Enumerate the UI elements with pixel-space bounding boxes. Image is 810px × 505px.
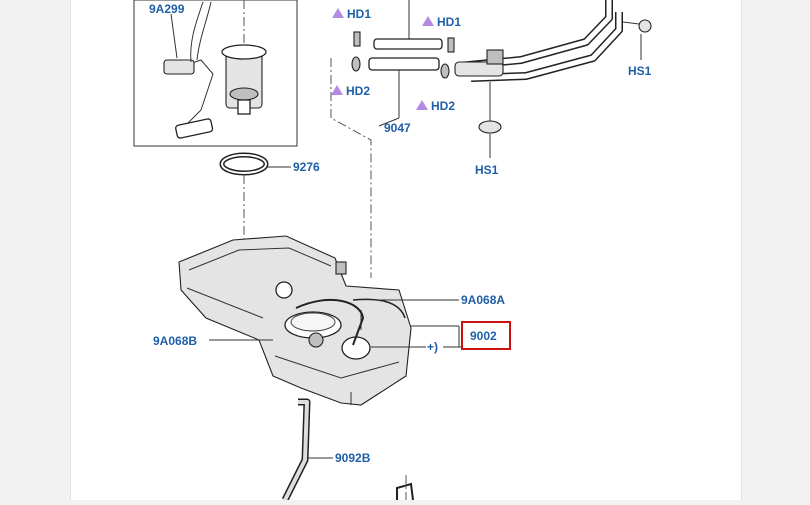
hd2-right-marker-icon	[416, 100, 428, 110]
tank-fitting-c	[341, 336, 371, 360]
fuel-pump-module-group: 9A299	[133, 0, 298, 147]
callout-9002[interactable]: 9002	[470, 329, 497, 343]
callout-9092b[interactable]: 9092B	[335, 451, 371, 465]
callout-hs1-bottom[interactable]: HS1	[475, 163, 499, 177]
plus-note: +)	[427, 340, 438, 354]
diagram-canvas: 9A299 9276 9047 HD1 HD1 HD2 HD2	[133, 0, 652, 502]
detail-frame	[133, 0, 298, 147]
parts-diagram: 9A299 9276 9047 HD1 HD1 HD2 HD2	[70, 0, 742, 502]
tank-ribs	[186, 247, 400, 379]
seal-ring-inner	[221, 154, 267, 174]
bolt-hs1-top	[638, 19, 652, 33]
tank-fitting-b	[308, 332, 324, 348]
fuel-float	[175, 118, 214, 139]
bolt-shaft-top	[622, 21, 640, 25]
callout-hd2-left[interactable]: HD2	[346, 84, 370, 98]
tank-strap-top	[295, 299, 365, 346]
leader-9a299	[170, 13, 178, 59]
callout-hd2-right[interactable]: HD2	[431, 99, 455, 113]
tank-strap-right	[352, 298, 406, 319]
clip-hd1-left	[353, 31, 361, 47]
callout-9a299[interactable]: 9A299	[149, 2, 185, 16]
hose-group: 9047	[330, 0, 455, 278]
filler-pipe-group: HS1 HS1	[454, 0, 652, 177]
callout-hd1-right[interactable]: HD1	[437, 15, 461, 29]
callout-hd1-left[interactable]: HD1	[347, 7, 371, 21]
hose-install-guide	[330, 58, 372, 278]
strap-9092b-group: 9092B	[281, 398, 414, 502]
hd2-left-marker-icon	[331, 85, 343, 95]
pipe-clip	[486, 49, 504, 65]
hd1-left-marker-icon	[332, 8, 344, 18]
clip-hd2-left	[351, 56, 361, 72]
callout-hs1-top[interactable]: HS1	[628, 64, 652, 78]
sender-wires	[190, 1, 212, 63]
leader-9047-b	[378, 117, 400, 127]
strap-9092b-inner	[283, 400, 309, 501]
pipe-connector	[454, 61, 504, 77]
lower-bracket	[396, 482, 414, 501]
callout-9047[interactable]: 9047	[384, 121, 411, 135]
sender-unit	[163, 59, 195, 75]
hd-markers: HD1 HD1 HD2 HD2	[331, 7, 461, 113]
callout-9a068b[interactable]: 9A068B	[153, 334, 197, 348]
callout-9276[interactable]: 9276	[293, 160, 320, 174]
vent-pipe-inner	[470, 12, 622, 81]
pump-reservoir	[229, 87, 259, 101]
tank-nipple	[335, 261, 347, 275]
fuel-tank: 9A068A 9A068B +) 9002	[153, 235, 511, 406]
tank-fitting-a	[275, 281, 293, 299]
clip-hd2-right	[440, 63, 450, 79]
pump-port-inner	[290, 312, 336, 332]
hose-upper	[373, 38, 443, 50]
hose-lower	[368, 57, 440, 71]
callout-9a068a[interactable]: 9A068A	[461, 293, 505, 307]
clip-hd1-right	[447, 37, 455, 53]
pump-inlet	[237, 99, 251, 115]
pump-flange	[221, 44, 267, 60]
highlight-box-9002	[461, 321, 511, 350]
bolt-hs1-bottom	[478, 120, 502, 134]
hd1-right-marker-icon	[422, 16, 434, 26]
